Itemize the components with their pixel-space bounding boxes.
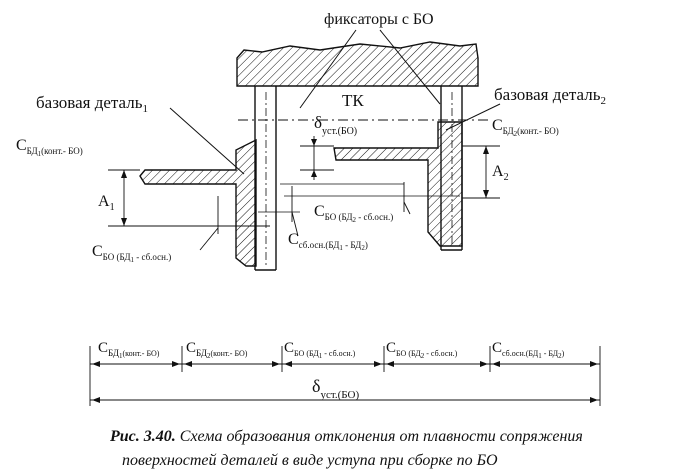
chain-c-bd2: CБД2(конт.- БО) [186,340,248,360]
base-part-1 [139,138,257,267]
base-part-2 [333,121,463,247]
fixators-label: фиксаторы с БО [324,11,434,28]
base-part-1-label: базовая деталь1 [36,93,148,115]
tk-label: ТК [342,91,364,110]
c-bd1-cont-bo-label: CБД1(конт.- БО) [16,137,83,158]
chain-c-sbosn: Cсб.осн.(БД1 - БД2) [492,340,565,360]
chain-delta-ust: δуст.(БО) [312,376,359,401]
a2-label: A2 [492,163,509,183]
chain-c-bd1: CБД1(конт.- БО) [98,340,160,360]
c-bo-bd2-label: CБО (БД2 - сб.осн.) [314,203,393,224]
chain-c-bo-bd1: CБО (БД1 - сб.осн.) [284,340,356,360]
figure-caption-line2: поверхностей деталей в виде уступа при с… [122,452,498,469]
fixture-body [236,41,479,87]
c-bo-bd1-label: CБО (БД1 - сб.осн.) [92,243,171,264]
a1-label: A1 [98,193,115,213]
delta-ust-label: δуст.(БО) [314,113,357,137]
fixator-pin-left [254,86,277,271]
c-bd2-cont-bo-label: CБД2(конт.- БО) [492,117,559,138]
figure-caption-line1: Рис. 3.40.Схема образования отклонения о… [109,428,583,445]
base-part-2-label: базовая деталь2 [494,85,606,107]
chain-c-bo-bd2: CБО (БД2 - сб.осн.) [386,340,458,360]
c-sbosn-label: Cсб.осн.(БД1 - БД2) [288,231,368,252]
